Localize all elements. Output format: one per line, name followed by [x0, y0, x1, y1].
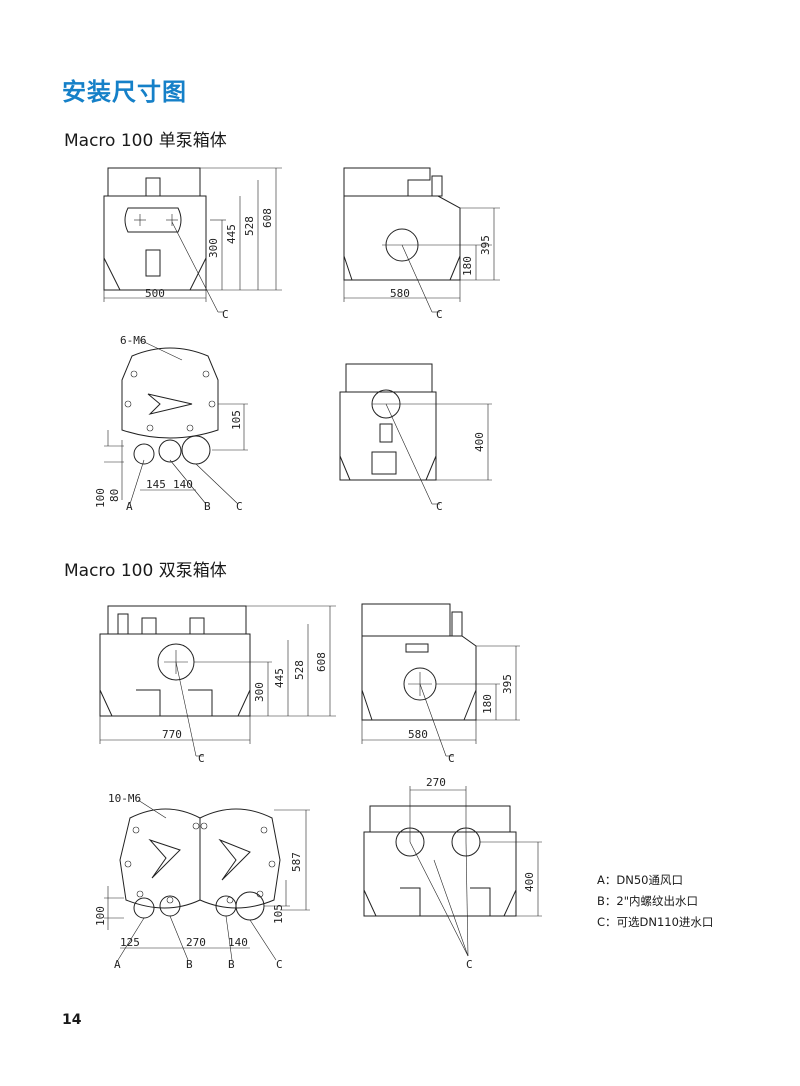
dim-145: 145 [146, 478, 166, 491]
callout-b: B [186, 958, 193, 971]
dim-587: 587 [290, 852, 303, 872]
callout-c: C [222, 308, 229, 321]
callout-c: C [466, 958, 473, 971]
dim-height: 400 [473, 432, 486, 452]
dim-height-1: 300 [207, 238, 220, 258]
dim-height-2: 445 [225, 224, 238, 244]
page-title: 安装尺寸图 [62, 78, 187, 106]
dim-140: 140 [228, 936, 248, 949]
dim-height-1: 180 [461, 256, 474, 276]
dim-100: 100 [94, 488, 107, 508]
dim-140: 140 [173, 478, 193, 491]
single-side-view: 580 180 395 C [343, 167, 500, 321]
dim-height-3: 528 [243, 216, 256, 236]
dim-width: 770 [162, 728, 182, 741]
single-top-view: 6-M6 105 100 80 145 140 A B C [94, 334, 248, 513]
dim-100: 100 [94, 906, 107, 926]
double-side-view: 580 180 395 C [361, 603, 520, 765]
callout-c: C [436, 308, 443, 321]
single-front-view: 500 300 445 528 608 C [103, 167, 282, 321]
dim-105: 105 [230, 410, 243, 430]
dim-height-2: 445 [273, 668, 286, 688]
dim-270: 270 [426, 776, 446, 789]
dim-width: 500 [145, 287, 165, 300]
legend-item-c: C：可选DN110进水口 [597, 915, 714, 929]
dim-height-1: 180 [481, 694, 494, 714]
double-front-view: 770 300 445 528 608 C [99, 605, 336, 765]
double-top-view: 10-M6 587 100 105 125 270 140 A B B C [94, 792, 310, 971]
note-bolt-pattern: 6-M6 [120, 334, 147, 347]
dim-height-1: 300 [253, 682, 266, 702]
dim-105: 105 [272, 904, 285, 924]
dim-width: 580 [408, 728, 428, 741]
legend-item-b: B：2"内螺纹出水口 [597, 894, 698, 908]
dim-125: 125 [120, 936, 140, 949]
callout-c: C [448, 752, 455, 765]
callout-c: C [236, 500, 243, 513]
dim-width: 580 [390, 287, 410, 300]
single-rear-view: 400 C [339, 363, 492, 513]
section-heading-double-pump: Macro 100 双泵箱体 [64, 561, 227, 581]
page-number: 14 [62, 1012, 82, 1028]
callout-c: C [276, 958, 283, 971]
section-heading-single-pump: Macro 100 单泵箱体 [64, 131, 227, 151]
dim-400: 400 [523, 872, 536, 892]
callout-a: A [114, 958, 121, 971]
legend-item-a: A：DN50通风口 [597, 873, 683, 887]
dim-height-4: 608 [261, 208, 274, 228]
callout-b: B [204, 500, 211, 513]
legend: A：DN50通风口 B：2"内螺纹出水口 C：可选DN110进水口 [597, 870, 713, 933]
dim-height-2: 395 [501, 674, 514, 694]
dim-80: 80 [108, 489, 121, 502]
callout-c: C [436, 500, 443, 513]
dim-height-4: 608 [315, 652, 328, 672]
double-rear-view: 270 400 C [363, 776, 542, 971]
callout-b: B [228, 958, 235, 971]
callout-c: C [198, 752, 205, 765]
dim-height-2: 395 [479, 235, 492, 255]
dim-height-3: 528 [293, 660, 306, 680]
callout-a: A [126, 500, 133, 513]
note-bolt-pattern: 10-M6 [108, 792, 141, 805]
dim-270: 270 [186, 936, 206, 949]
